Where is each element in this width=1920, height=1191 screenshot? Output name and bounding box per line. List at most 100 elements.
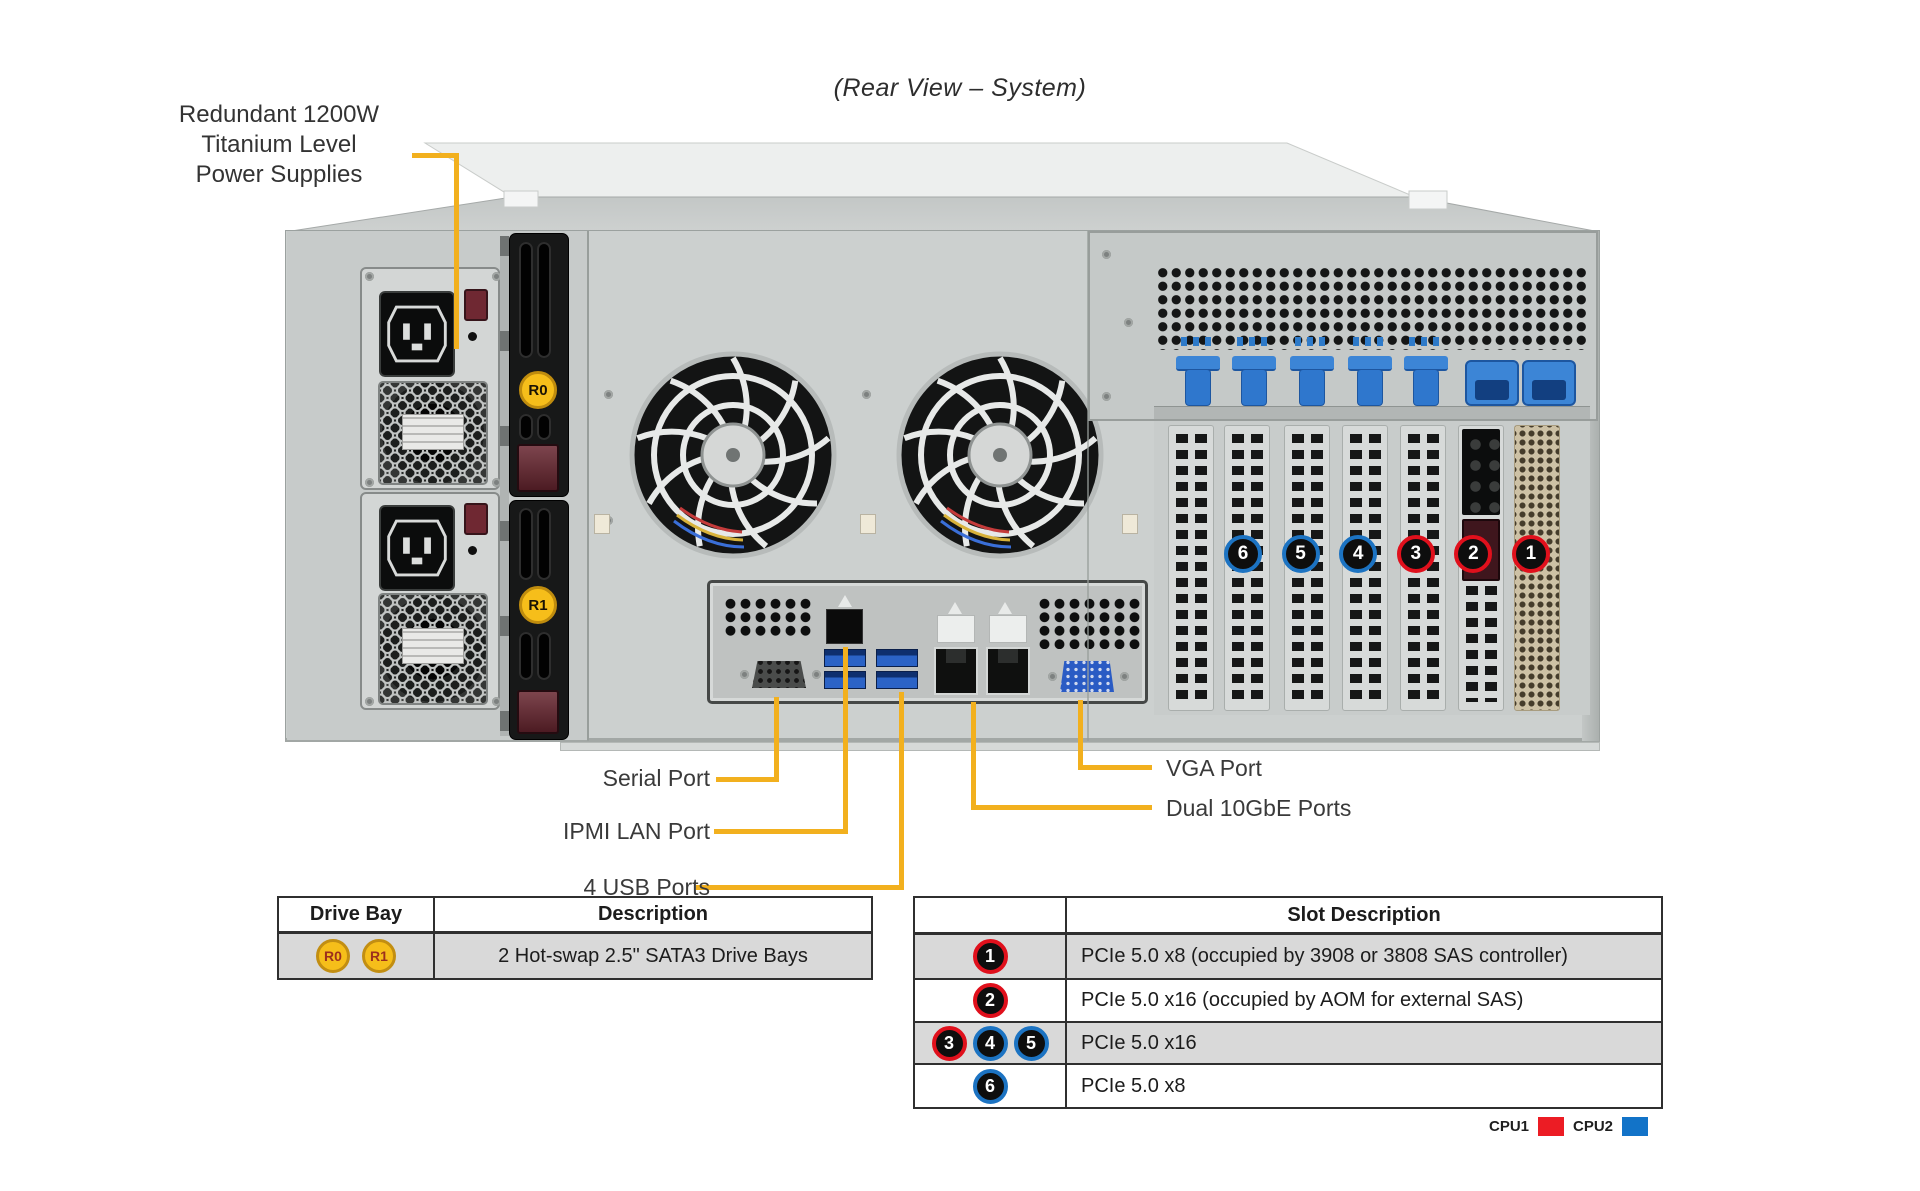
- usb-port: [846, 649, 866, 667]
- slot-table-row2-badges: 2: [915, 980, 1067, 1023]
- slot-table-header-empty: [915, 898, 1067, 935]
- callout-usb-v: [899, 692, 904, 890]
- screw: [492, 697, 501, 706]
- screw: [365, 478, 374, 487]
- callout-vga-h: [1078, 765, 1152, 770]
- psu-switch-top: [464, 289, 488, 321]
- chassis-clip: [594, 514, 610, 534]
- slot-vent-grid: [1156, 266, 1588, 350]
- bracket-perforation: [1369, 434, 1381, 702]
- bracket-perforation: [1176, 434, 1188, 702]
- callout-psu-h: [412, 153, 459, 158]
- usb-port: [846, 671, 866, 689]
- psu-callout-line3: Power Supplies: [195, 161, 363, 188]
- ac-inlet-top: [379, 291, 455, 377]
- panel-seam: [1087, 231, 1089, 741]
- callout-serial-h: [716, 777, 779, 782]
- usb-port: [824, 649, 844, 667]
- bay-label-r1: R1: [519, 586, 557, 624]
- psu-bay-divider: [500, 236, 509, 736]
- slot-latch: [1290, 356, 1334, 408]
- drive-bay-table-cell-desc: 2 Hot-swap 2.5" SATA3 Drive Bays: [435, 934, 871, 978]
- slot-table-row1-badges: 1: [915, 935, 1067, 980]
- bay-vent-slot: [537, 508, 551, 580]
- slot-table: Slot Description 1 PCIe 5.0 x8 (occupied…: [913, 896, 1663, 1109]
- bracket-perforation: [1195, 434, 1207, 702]
- screw: [492, 478, 501, 487]
- screw: [1048, 672, 1057, 681]
- bay-label-r0: R0: [519, 371, 557, 409]
- screw: [1102, 250, 1111, 259]
- bay-vent-slot: [519, 508, 533, 580]
- slot-latch: [1232, 356, 1276, 408]
- usb-ports-label: 4 USB Ports: [583, 874, 710, 900]
- bracket-perforation: [1485, 586, 1497, 702]
- bay-vent-slot: [519, 242, 533, 358]
- bracket-perforation: [1427, 434, 1439, 702]
- slot-bracket-4: [1342, 425, 1388, 711]
- drive-bay-chip: R0: [316, 939, 350, 973]
- psu-callout-line2: Titanium Level: [201, 131, 357, 158]
- screw: [365, 272, 374, 281]
- psu-callout-label: Redundant 1200W Titanium Level Power Sup…: [148, 100, 410, 190]
- chassis-top-panel: [285, 142, 1600, 233]
- psu-led-top: [468, 332, 477, 341]
- screw: [740, 670, 749, 679]
- screw: [604, 390, 613, 399]
- io-vent-grid: [723, 597, 813, 637]
- warning-triangle-icon: [998, 602, 1012, 614]
- lan-label-plate: [937, 615, 975, 643]
- psu-callout-line1: Redundant 1200W: [178, 101, 380, 128]
- system-fan-left: [628, 350, 838, 560]
- callout-lan-h: [971, 805, 1152, 810]
- slot-table-row4-badges: 6: [915, 1065, 1067, 1107]
- psu-switch-bottom: [464, 503, 488, 535]
- callout-lan-v: [971, 702, 976, 810]
- callout-vga-v: [1078, 700, 1083, 770]
- bay-latch: [517, 690, 559, 734]
- callout-psu-v: [454, 153, 459, 349]
- screw: [1124, 318, 1133, 327]
- slot-number-badge: 3: [1396, 535, 1435, 573]
- 10gbe-port-1: [934, 647, 978, 695]
- vent-blue-dots: [1295, 337, 1329, 346]
- drive-bay-table-cell-bays: R0 R1: [279, 934, 435, 978]
- slot-latch: [1404, 356, 1448, 408]
- slot-number-badge: 3: [931, 1025, 967, 1061]
- ac-inlet-bottom: [379, 505, 455, 591]
- psu-led-bottom: [468, 546, 477, 555]
- slot-table-row3-desc: PCIe 5.0 x16: [1067, 1023, 1661, 1065]
- callout-usb-h: [696, 885, 904, 890]
- external-sas-connector: [1462, 429, 1500, 515]
- screw: [492, 272, 501, 281]
- psu-fan-grille-bottom: [378, 593, 488, 705]
- usb-port: [876, 649, 918, 667]
- drive-bay-chip: R1: [362, 939, 396, 973]
- psu-sticker-bottom: [402, 628, 464, 664]
- chassis-clip: [1122, 514, 1138, 534]
- screw: [365, 697, 374, 706]
- bracket-perforation: [1251, 434, 1263, 702]
- system-fan-right: [895, 350, 1105, 560]
- vga-port-label: VGA Port: [1166, 755, 1262, 781]
- slot-table-row4-desc: PCIe 5.0 x8: [1081, 1074, 1186, 1097]
- slot-number-badge: 6: [972, 1068, 1008, 1104]
- slot-latch-wide: [1465, 360, 1519, 406]
- slot-table-row1-desc: PCIe 5.0 x8 (occupied by 3908 or 3808 SA…: [1067, 935, 1661, 980]
- bay-latch: [517, 444, 559, 492]
- 10gbe-port-2: [986, 647, 1030, 695]
- slot-number-badge: 5: [1281, 535, 1320, 573]
- warning-triangle-icon: [948, 602, 962, 614]
- cpu-legend: CPU1 CPU2: [1489, 1117, 1649, 1136]
- usb-port: [876, 671, 918, 689]
- screw: [1120, 672, 1129, 681]
- page-title: (Rear View – System): [833, 74, 1087, 102]
- bay-vent-slot: [537, 242, 551, 358]
- bay-vent-slot: [519, 414, 533, 440]
- slot-table-row2-desc: PCIe 5.0 x16 (occupied by AOM for extern…: [1067, 980, 1661, 1023]
- panel-seam: [587, 231, 589, 741]
- screw: [862, 390, 871, 399]
